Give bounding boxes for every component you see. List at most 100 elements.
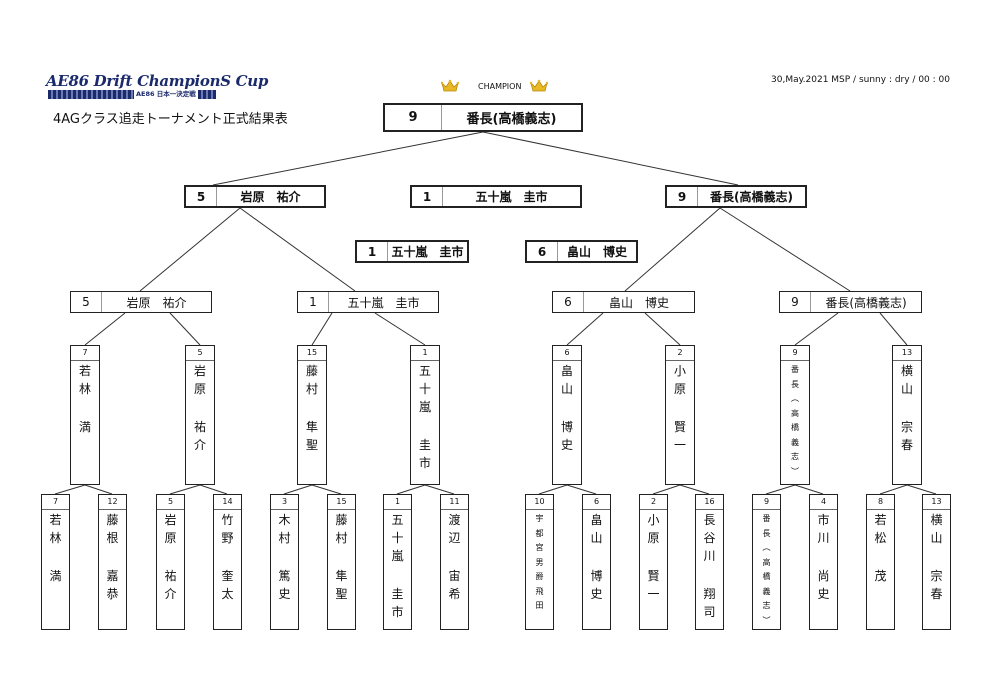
driver-name: 藤村 隼聖 <box>335 513 348 601</box>
logo-subtext: AE86 日本一決定戦 <box>134 89 198 99</box>
seed-number: 7 <box>71 346 99 361</box>
round-of-16-slot: 2 小原 賢一 <box>665 345 695 485</box>
seed-number: 6 <box>527 242 558 261</box>
round-of-16-slot: 6 畠山 博史 <box>552 345 582 485</box>
driver-name: 竹野 奎太 <box>221 513 234 601</box>
driver-name: 木村 篤史 <box>278 513 291 601</box>
seed-number: 2 <box>666 346 694 361</box>
driver-name: 畠山 博史 <box>590 513 603 601</box>
driver-name: 藤村 隼聖 <box>305 364 318 452</box>
driver-name: 岩原 祐介 <box>164 513 177 601</box>
final-slot: 9 番長(高橋義志) <box>665 185 807 208</box>
seed-number: 15 <box>298 346 326 361</box>
driver-name: 番長︵高橋義志︶ <box>791 365 799 476</box>
seed-number: 5 <box>71 292 102 312</box>
quarterfinal-slot: 6 畠山 博史 <box>552 291 695 313</box>
round-of-32-slot: 6 畠山 博史 <box>582 494 611 630</box>
driver-name: 畠山 博史 <box>566 245 627 259</box>
round-of-32-slot: 9 番長︵高橋義志︶ <box>752 494 781 630</box>
quarterfinal-slot: 1 五十嵐 圭市 <box>297 291 439 313</box>
seed-number: 1 <box>412 187 443 206</box>
driver-name: 藤根 嘉恭 <box>106 513 119 601</box>
seed-number: 9 <box>753 495 780 510</box>
quarterfinal-slot: 5 岩原 祐介 <box>70 291 212 313</box>
driver-name: 五十嵐 圭市 <box>347 295 420 310</box>
driver-name: 五十嵐 圭市 <box>418 364 431 470</box>
seed-number: 2 <box>640 495 667 510</box>
driver-name: 横山 宗春 <box>930 513 943 601</box>
round-of-16-slot: 15 藤村 隼聖 <box>297 345 327 485</box>
round-of-32-slot: 13 横山 宗春 <box>922 494 951 630</box>
driver-name: 岩原 祐介 <box>126 295 187 310</box>
round-of-32-slot: 15 藤村 隼聖 <box>327 494 356 630</box>
seed-number: 6 <box>553 346 581 361</box>
driver-name: 五十嵐 圭市 <box>391 513 404 619</box>
seed-number: 15 <box>328 495 355 510</box>
seed-number: 4 <box>810 495 837 510</box>
seed-number: 6 <box>583 495 610 510</box>
seed-number: 9 <box>385 105 442 130</box>
crown-icon <box>441 79 459 93</box>
seed-number: 16 <box>696 495 723 510</box>
driver-name: 若松 茂 <box>874 513 887 583</box>
seed-number: 9 <box>781 346 809 361</box>
driver-name: 番長(高橋義志) <box>466 112 557 127</box>
seed-number: 13 <box>893 346 921 361</box>
seed-number: 5 <box>157 495 184 510</box>
driver-name: 岩原 祐介 <box>193 364 206 452</box>
event-logo: AE86 Drift ChampionS Cup AE86 日本一決定戦 <box>46 72 269 101</box>
driver-name: 若林 満 <box>49 513 62 583</box>
round-of-16-slot: 9 番長︵高橋義志︶ <box>780 345 810 485</box>
driver-name: 横山 宗春 <box>900 364 913 452</box>
semifinal-slot: 6 畠山 博史 <box>525 240 638 263</box>
champion-label: CHAMPION <box>478 82 522 91</box>
driver-name: 五十嵐 圭市 <box>475 190 548 204</box>
driver-name: 長谷川 翔司 <box>703 513 716 619</box>
seed-number: 3 <box>271 495 298 510</box>
round-of-32-slot: 3 木村 篤史 <box>270 494 299 630</box>
seed-number: 6 <box>553 292 584 312</box>
document-title: 4AGクラス追走トーナメント正式結果表 <box>53 112 288 127</box>
seed-number: 1 <box>411 346 439 361</box>
driver-name: 畠山 博史 <box>560 364 573 452</box>
crown-icon <box>530 79 548 93</box>
driver-name: 若林 満 <box>78 364 91 434</box>
quarterfinal-slot: 9 番長(高橋義志) <box>779 291 922 313</box>
round-of-16-slot: 7 若林 満 <box>70 345 100 485</box>
round-of-32-slot: 5 岩原 祐介 <box>156 494 185 630</box>
champion-box: 9 番長(高橋義志) <box>383 103 583 132</box>
seed-number: 9 <box>780 292 811 312</box>
seed-number: 1 <box>298 292 329 312</box>
driver-name: 番長(高橋義志) <box>710 190 793 204</box>
seed-number: 11 <box>441 495 468 510</box>
driver-name: 市川 尚史 <box>817 513 830 601</box>
driver-name: 畠山 博史 <box>608 295 669 310</box>
final-slot: 1 五十嵐 圭市 <box>410 185 582 208</box>
seed-number: 1 <box>357 242 388 261</box>
seed-number: 7 <box>42 495 69 510</box>
logo-text: AE86 Drift ChampionS Cup <box>46 72 269 90</box>
seed-number: 9 <box>667 187 698 206</box>
logo-stripe <box>48 90 216 99</box>
round-of-32-slot: 4 市川 尚史 <box>809 494 838 630</box>
seed-number: 10 <box>526 495 553 510</box>
round-of-32-slot: 12 藤根 嘉恭 <box>98 494 127 630</box>
driver-name: 番長(高橋義志) <box>825 295 907 310</box>
event-meta: 30,May.2021 MSP / sunny : dry / 00 : 00 <box>771 75 950 85</box>
seed-number: 5 <box>186 346 214 361</box>
final-slot: 5 岩原 祐介 <box>184 185 326 208</box>
driver-name: 小原 賢一 <box>673 364 686 452</box>
seed-number: 13 <box>923 495 950 510</box>
driver-name: 番長︵高橋義志︶ <box>762 514 771 625</box>
seed-number: 8 <box>867 495 894 510</box>
round-of-32-slot: 8 若松 茂 <box>866 494 895 630</box>
round-of-16-slot: 1 五十嵐 圭市 <box>410 345 440 485</box>
round-of-32-slot: 14 竹野 奎太 <box>213 494 242 630</box>
seed-number: 12 <box>99 495 126 510</box>
seed-number: 14 <box>214 495 241 510</box>
driver-name: 五十嵐 圭市 <box>391 245 464 259</box>
